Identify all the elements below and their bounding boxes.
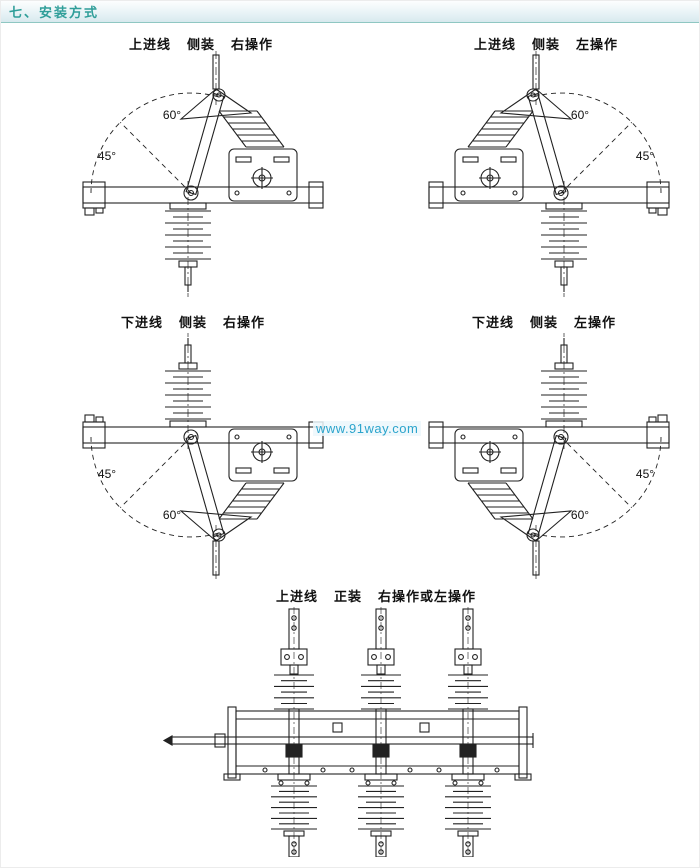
mounting-frame	[162, 706, 534, 781]
section-title: 七、安装方式	[9, 5, 100, 20]
label-operation: 左操作	[576, 37, 619, 52]
section-header: 七、安装方式	[1, 1, 699, 23]
diagram-label-top-left: 上进线 侧装 右操作	[91, 34, 311, 53]
switch-drawing-mirrored	[428, 51, 670, 298]
pole-right	[444, 607, 492, 857]
label-operation: 左操作	[574, 315, 617, 330]
watermark-url: www.91way.com	[313, 421, 422, 436]
switch-drawing-flipped-mirrored	[428, 332, 670, 579]
label-operation: 右操作	[223, 315, 266, 330]
diagram-label-top-right: 上进线 侧装 左操作	[436, 34, 656, 53]
diagram-top-left: 60° 45°	[82, 51, 324, 298]
angle-label-60: 60°	[163, 508, 181, 522]
angle-label-45: 45°	[636, 149, 654, 163]
diagram-label-mid-left: 下进线 侧装 右操作	[83, 312, 303, 331]
label-incoming: 上进线	[128, 37, 171, 52]
label-operation: 右操作	[231, 37, 274, 52]
label-incoming: 下进线	[471, 315, 514, 330]
label-mount: 侧装	[186, 37, 215, 52]
angle-label-45: 45°	[98, 149, 116, 163]
pole-center	[357, 607, 405, 857]
label-mount: 侧装	[178, 315, 207, 330]
diagram-label-bottom: 上进线 正装 右操作或左操作	[241, 586, 511, 605]
switch-drawing-flipped	[82, 332, 324, 579]
label-incoming: 上进线	[473, 37, 516, 52]
diagram-mid-left: 45° 60°	[82, 332, 324, 579]
diagram-label-mid-right: 下进线 侧装 左操作	[434, 312, 654, 331]
label-incoming: 上进线	[275, 589, 318, 604]
angle-label-60: 60°	[571, 108, 589, 122]
diagram-mid-right: 45° 60°	[428, 332, 670, 579]
label-mount: 侧装	[531, 37, 560, 52]
angle-label-45: 45°	[98, 467, 116, 481]
diagram-top-right: 60° 45°	[428, 51, 670, 298]
angle-label-45: 45°	[636, 467, 654, 481]
label-mount: 侧装	[529, 315, 558, 330]
pole-left	[270, 607, 318, 857]
label-incoming: 下进线	[120, 315, 163, 330]
angle-label-60: 60°	[163, 108, 181, 122]
label-operation: 右操作或左操作	[378, 589, 477, 604]
switch-drawing	[82, 51, 324, 298]
angle-label-60: 60°	[571, 508, 589, 522]
label-mount: 正装	[333, 589, 362, 604]
diagram-bottom-three-phase	[162, 607, 534, 857]
